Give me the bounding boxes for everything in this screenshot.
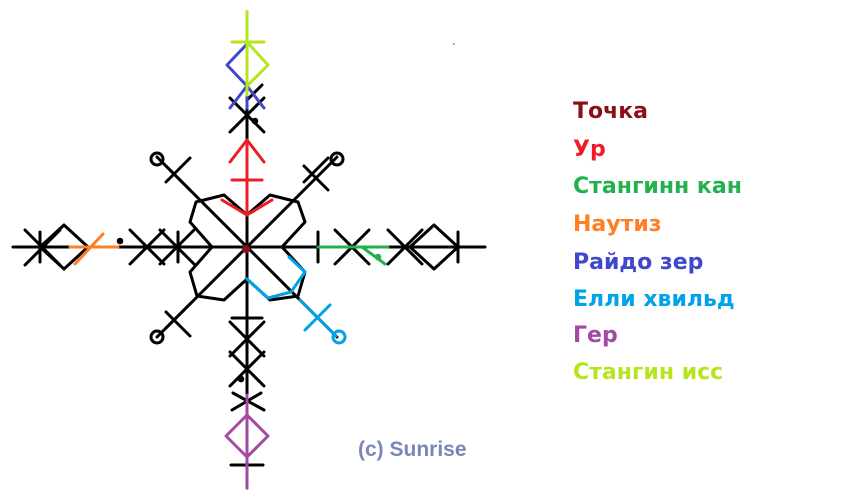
stray-dot [453,43,455,45]
rune-nautiz-orange [68,232,120,266]
legend-item-ur: Ур [573,137,606,162]
rune-stanginn-kan-green [316,245,390,266]
legend-item-tochka: Точка [573,99,649,124]
rune-ur-red [220,138,274,217]
legend-item-raido-zer: Райдо зер [573,250,704,275]
rune-elli-khvild-light-blue [245,255,347,345]
rune-ger-purple [224,393,270,490]
rune-stangin-iss-lime [230,10,270,97]
legend-item-elli-khvild: Елли хвильд [573,287,735,312]
legend-item-stangin-iss: Стангин исс [573,360,724,385]
copyright-text: (c) Sunrise [358,438,467,461]
legend-item-nautiz: Наутиз [573,212,662,237]
legend-item-stanginn-kan: Стангинн кан [573,174,742,199]
legend-item-ger: Гер [573,323,618,348]
center-dot [242,245,250,253]
